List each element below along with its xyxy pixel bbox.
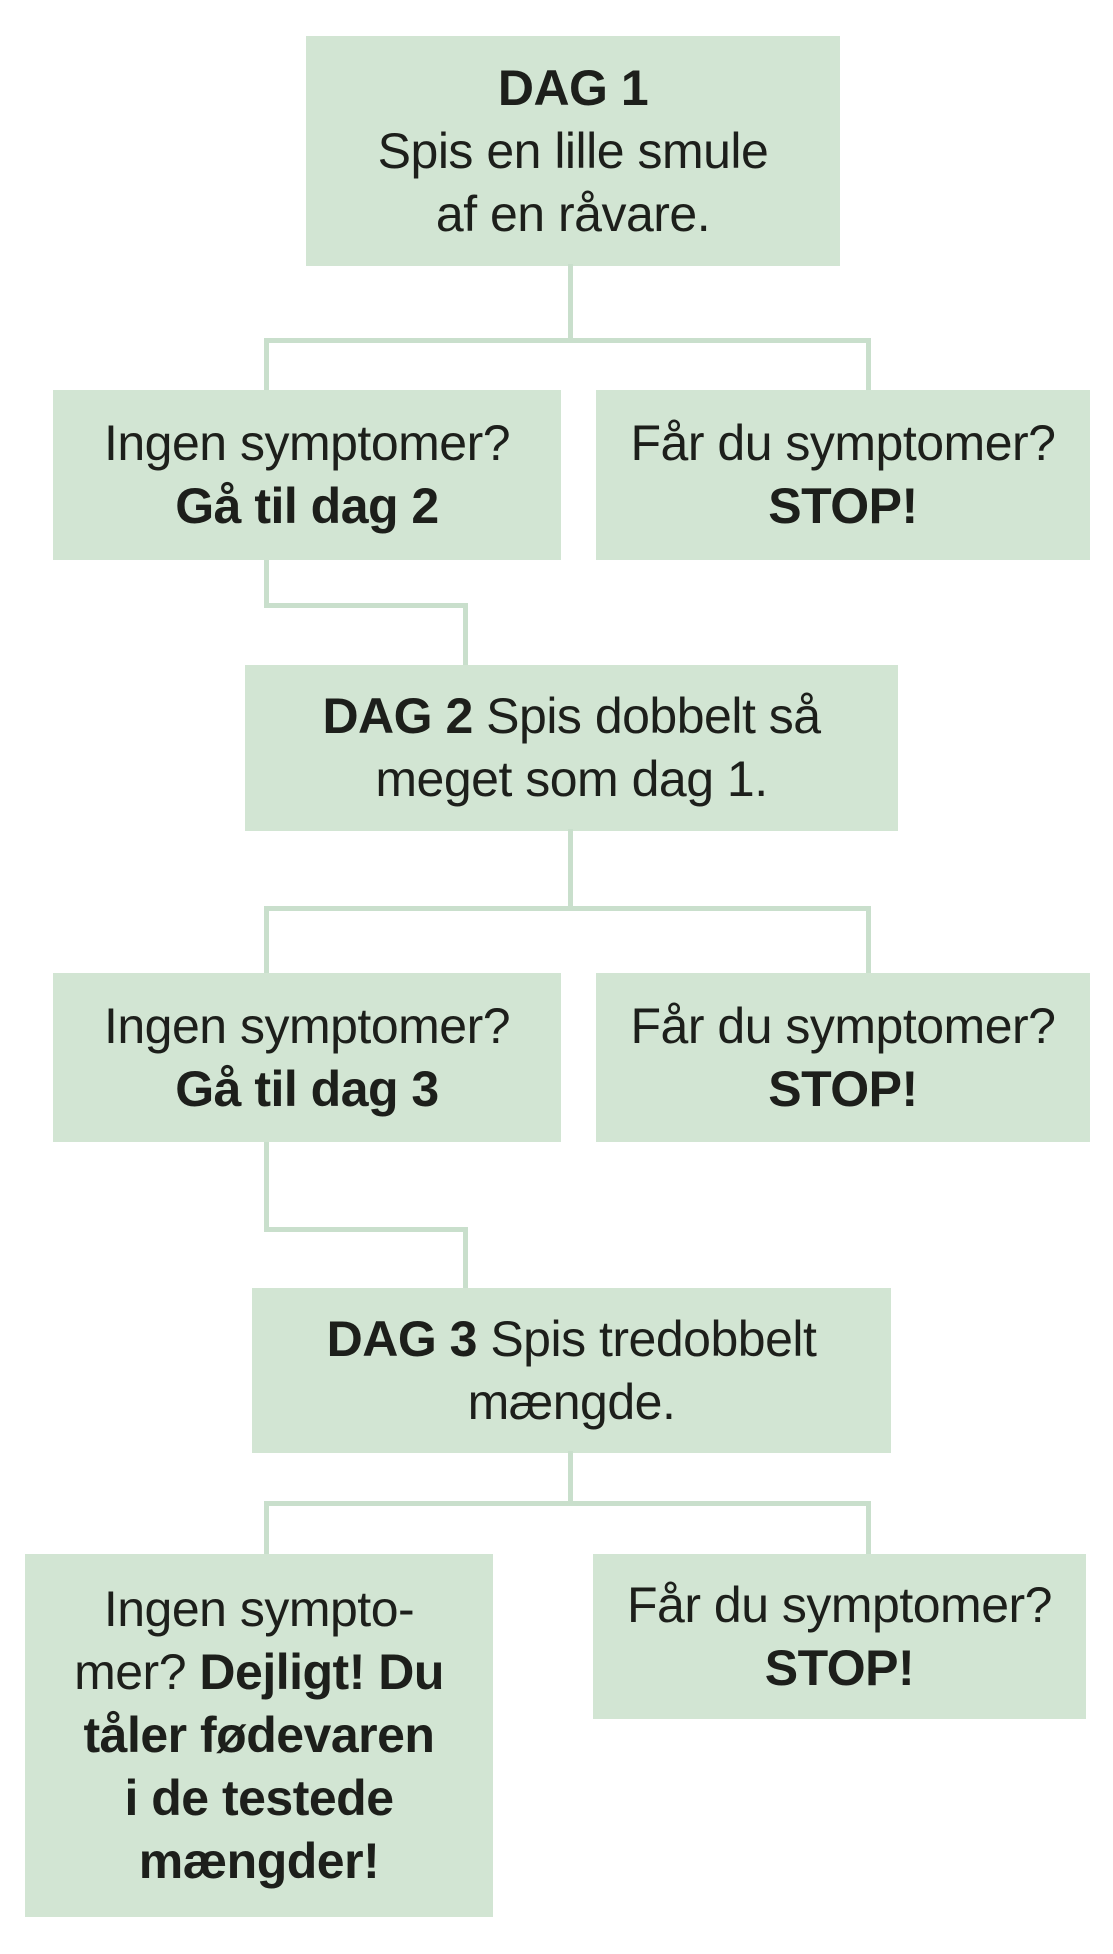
day3-text-line1: DAG 3 Spis tredobbelt: [326, 1310, 817, 1367]
day2-text-line1: DAG 2 Spis dobbelt så: [322, 688, 821, 744]
day3-text-line2: mængde.: [467, 1373, 676, 1430]
branch3-no-symptoms-line1: Ingen sympto-: [103, 1581, 415, 1637]
connector-branch1-bar-line: [264, 338, 871, 343]
connector-no2-day3-horizontal-line: [264, 1227, 468, 1232]
day2-box: DAG 2 Spis dobbelt så meget som dag 1.: [245, 665, 898, 831]
connector-day2-stem-line: [568, 829, 573, 911]
connector-branch3-bar-line: [264, 1501, 871, 1506]
connector-day1-stem-line: [568, 264, 573, 343]
day1-box: DAG 1 Spis en lille smule af en råvare.: [306, 36, 840, 266]
connector-branch2-bar-line: [264, 906, 871, 911]
branch2-no-symptoms-line1: Ingen symptomer?: [103, 997, 511, 1054]
branch1-symptoms-box: Får du symptomer? STOP!: [596, 390, 1090, 560]
connector-branch3-left-drop-line: [264, 1501, 269, 1554]
branch2-symptoms-line2: STOP!: [768, 1060, 918, 1117]
branch1-no-symptoms-box: Ingen symptomer? Gå til dag 2: [53, 390, 561, 560]
branch2-symptoms-box: Får du symptomer? STOP!: [596, 973, 1090, 1142]
branch2-symptoms-line1: Får du symptomer?: [630, 997, 1056, 1054]
connector-branch1-left-drop-line: [264, 338, 269, 390]
connector-no2-day3-down-line: [264, 1142, 269, 1232]
day1-title: DAG 1: [497, 59, 649, 116]
connector-branch2-right-drop-line: [866, 906, 871, 973]
connector-no1-day2-horizontal-line: [264, 603, 468, 608]
branch3-no-symptoms-line3: tåler fødevaren: [83, 1707, 435, 1763]
branch3-no-symptoms-line2: mer? Dejligt! Du: [74, 1644, 444, 1700]
day3-box: DAG 3 Spis tredobbelt mængde.: [252, 1288, 891, 1453]
branch3-no-symptoms-line4: i de testede: [124, 1770, 394, 1826]
branch3-symptoms-line2: STOP!: [764, 1639, 915, 1696]
branch1-no-symptoms-line1: Ingen symptomer?: [103, 415, 511, 471]
branch3-no-symptoms-box: Ingen sympto- mer? Dejligt! Du tåler fød…: [25, 1554, 493, 1917]
day1-text-line1: Spis en lille smule: [377, 122, 769, 179]
connector-no1-day2-down-line: [264, 560, 269, 608]
branch2-no-symptoms-line2: Gå til dag 3: [175, 1060, 439, 1117]
day2-text-line2: meget som dag 1.: [375, 751, 768, 807]
branch1-symptoms-line2: STOP!: [768, 478, 918, 534]
branch3-symptoms-box: Får du symptomer? STOP!: [593, 1554, 1086, 1719]
connector-no2-day3-into-line: [463, 1227, 468, 1288]
connector-branch2-left-drop-line: [264, 906, 269, 973]
branch1-symptoms-line1: Får du symptomer?: [630, 415, 1056, 471]
branch1-no-symptoms-line2: Gå til dag 2: [175, 478, 439, 534]
branch2-no-symptoms-box: Ingen symptomer? Gå til dag 3: [53, 973, 561, 1142]
day1-text-line2: af en råvare.: [435, 185, 711, 242]
branch3-no-symptoms-line5: mængder!: [138, 1833, 380, 1889]
connector-no1-day2-into-line: [463, 603, 468, 665]
connector-day3-stem-line: [568, 1451, 573, 1506]
connector-branch3-right-drop-line: [866, 1501, 871, 1554]
connector-branch1-right-drop-line: [866, 338, 871, 390]
branch3-symptoms-line1: Får du symptomer?: [627, 1576, 1052, 1633]
